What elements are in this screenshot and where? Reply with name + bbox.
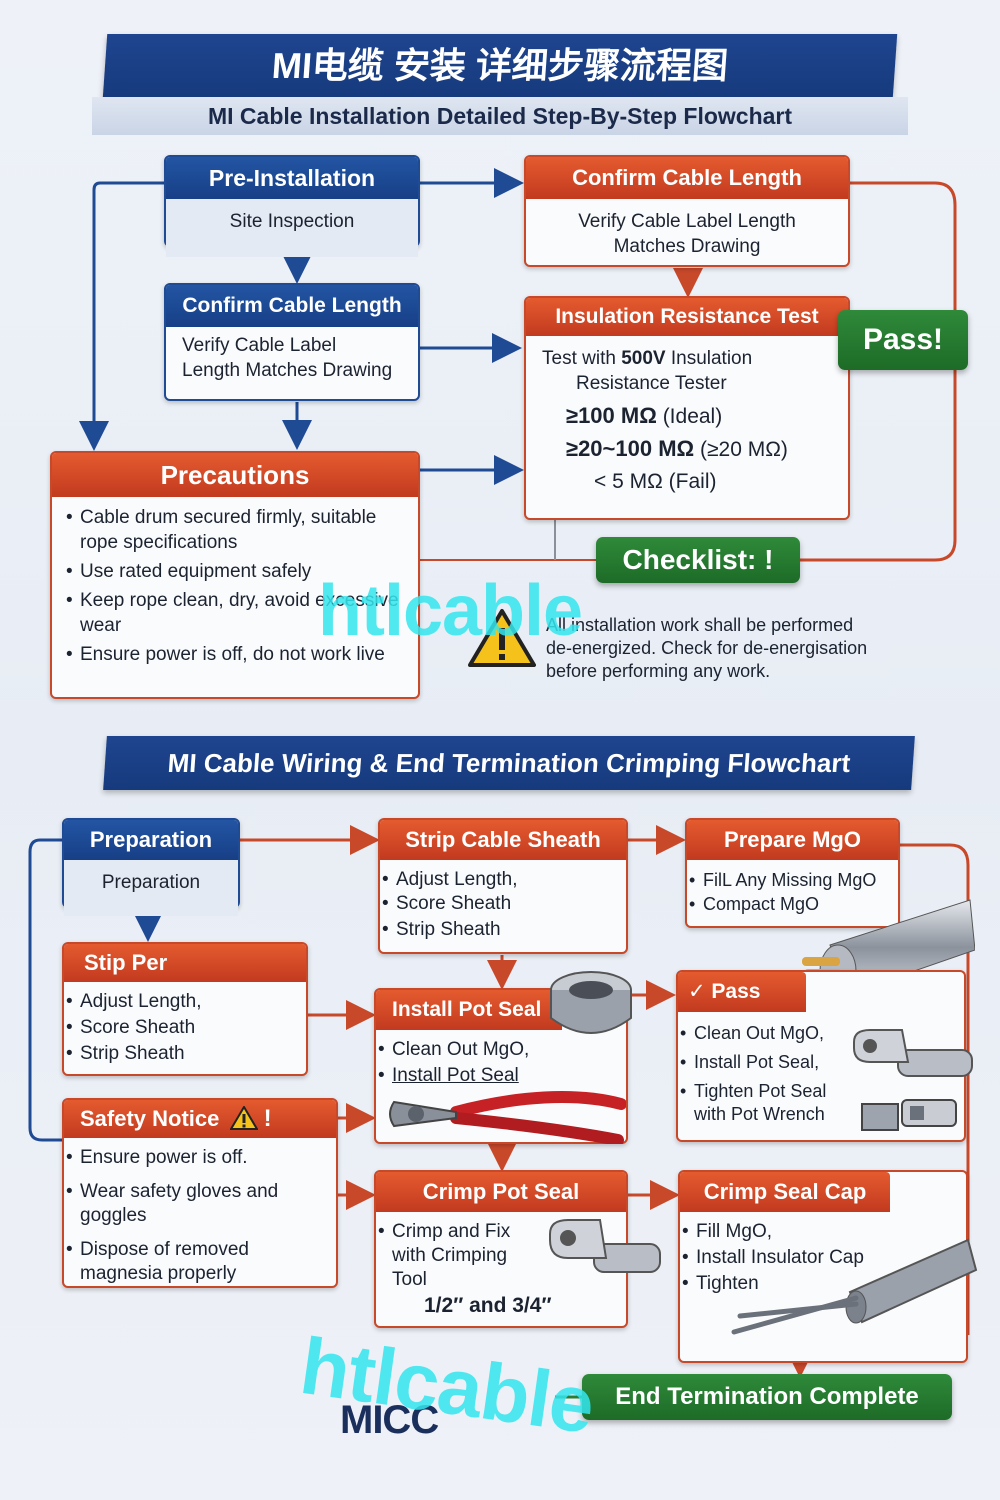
strip-sheath-item: Strip Sheath (380, 918, 626, 942)
confirm-length-left-title: Confirm Cable Length (166, 285, 418, 327)
crimp-pot-sizes: 1/2″ and 3/4″ (424, 1294, 552, 1317)
crimp-pot-seal-title: Crimp Pot Seal (376, 1172, 626, 1212)
checklist-badge: Checklist: ! (596, 537, 800, 583)
confirm-length-right-line2: Matches Drawing (613, 236, 761, 257)
precaution-item: Ensure power is off, do not work live (64, 642, 408, 667)
confirm-length-left-line1: Verify Cable Label (182, 335, 337, 356)
section2-banner: MI Cable Wiring & End Termination Crimpi… (103, 736, 915, 790)
pass-box-item: Clean Out MgO, (678, 1022, 858, 1045)
strip-sheath-item: Score Sheath (380, 892, 626, 916)
watermark: htlcable (318, 571, 583, 651)
precautions-title: Precautions (52, 453, 418, 497)
safety-item: Ensure power is off. (64, 1146, 336, 1170)
precaution-item: Cable drum secured firmly, suitable rope… (64, 505, 408, 555)
crimp-cap-item: Fill MgO, (680, 1220, 966, 1244)
strip-sheath-item: Adjust Length, (380, 868, 626, 892)
confirm-length-right-line1: Verify Cable Label Length (578, 211, 796, 232)
pass-box-item: Install Pot Seal, (678, 1051, 858, 1074)
safety-notice-title: Safety Notice ! (64, 1100, 336, 1138)
pot-seal-ring-icon (550, 971, 632, 1034)
prepare-mgo-item: Compact MgO (687, 892, 898, 916)
install-pot-seal-title: Install Pot Seal (376, 990, 562, 1030)
safety-item: Dispose of removed magnesia properly (64, 1238, 336, 1286)
crimp-cap-item: Tighten (680, 1272, 966, 1296)
pot-wrench-icon (861, 1099, 957, 1131)
end-termination-complete-badge: End Termination Complete (582, 1374, 952, 1420)
pass-box-item: Tighten Pot Seal with Pot Wrench (678, 1080, 858, 1126)
crimp-seal-cap-title: Crimp Seal Cap (680, 1172, 890, 1212)
safety-warning-icon (228, 1105, 259, 1130)
stip-per-item: Score Sheath (64, 1016, 306, 1040)
precaution-item: Keep rope clean, dry, avoid excessive we… (64, 588, 408, 638)
warning-text: All installation work shall be performed… (546, 615, 868, 681)
pre-installation-body: Site Inspection (166, 199, 418, 257)
confirm-length-right-title: Confirm Cable Length (526, 157, 848, 199)
precautions-box: Precautions Cable drum secured firmly, s… (50, 451, 420, 699)
insulation-value-fail: < 5 MΩ (Fail) (594, 470, 717, 493)
confirm-length-right-box: Confirm Cable Length Verify Cable Label … (524, 155, 850, 267)
insulation-value-ideal: ≥100 MΩ (Ideal) (566, 403, 723, 428)
crimp-lug-icon (549, 1219, 661, 1273)
preparation-box: Preparation Preparation (62, 818, 240, 916)
strip-sheath-title: Strip Cable Sheath (380, 820, 626, 860)
stip-per-title: Stip Per (64, 944, 306, 982)
precaution-item: Use rated equipment safely (64, 559, 408, 584)
stip-per-box: Stip Per Adjust Length, Score Sheath Str… (62, 942, 308, 1076)
tweezers-cable-icon (731, 1238, 978, 1335)
crimp-cap-item: Install Insulator Cap (680, 1246, 966, 1270)
safety-item: Wear safety gloves and goggles (64, 1180, 336, 1228)
crimping-pliers-icon (389, 1091, 626, 1144)
prepare-mgo-item: FilL Any Missing MgO (687, 868, 898, 892)
pass-badge: Pass! (838, 310, 968, 370)
safety-notice-box: Safety Notice ! Ensure power is off. Wea… (62, 1098, 338, 1288)
insulation-test-box: Insulation Resistance Test Test with 500… (524, 296, 850, 520)
install-pot-item: Install Pot Seal (376, 1064, 626, 1088)
strip-sheath-box: Strip Cable Sheath Adjust Length, Score … (378, 818, 628, 954)
title-banner: MI电缆 安装 详细步骤流程图 (102, 34, 898, 98)
prepare-mgo-box: Prepare MgO FilL Any Missing MgO Compact… (685, 818, 900, 928)
pre-installation-title: Pre-Installation (166, 157, 418, 199)
prepare-mgo-title: Prepare MgO (687, 820, 898, 860)
exclamation-icon: ! (263, 1105, 272, 1132)
confirm-length-left-line2: Length Matches Drawing (182, 360, 393, 381)
pass-box-title: ✓ Pass (678, 972, 806, 1012)
insulation-value-acceptable: ≥20~100 MΩ (≥20 MΩ) (566, 436, 788, 461)
pre-installation-box: Pre-Installation Site Inspection (164, 155, 420, 257)
micc-logo: MICC (340, 1398, 439, 1442)
insulation-line1: Test with 500V Insulation (542, 348, 753, 369)
subtitle-banner: MI Cable Installation Detailed Step-By-S… (92, 97, 908, 135)
insulation-line2: Resistance Tester (576, 373, 727, 394)
stip-per-item: Adjust Length, (64, 990, 306, 1014)
crimp-pot-item: Crimp and Fix with Crimping Tool (376, 1220, 546, 1292)
install-pot-item: Clean Out MgO, (376, 1038, 626, 1062)
preparation-title: Preparation (64, 820, 238, 860)
preparation-body: Preparation (64, 860, 238, 916)
confirm-length-left-box: Confirm Cable Length Verify Cable Label … (164, 283, 420, 401)
warning-icon (468, 609, 536, 667)
terminal-lug-icon (853, 1029, 973, 1077)
stip-per-item: Strip Sheath (64, 1042, 306, 1066)
insulation-test-title: Insulation Resistance Test (526, 298, 848, 336)
